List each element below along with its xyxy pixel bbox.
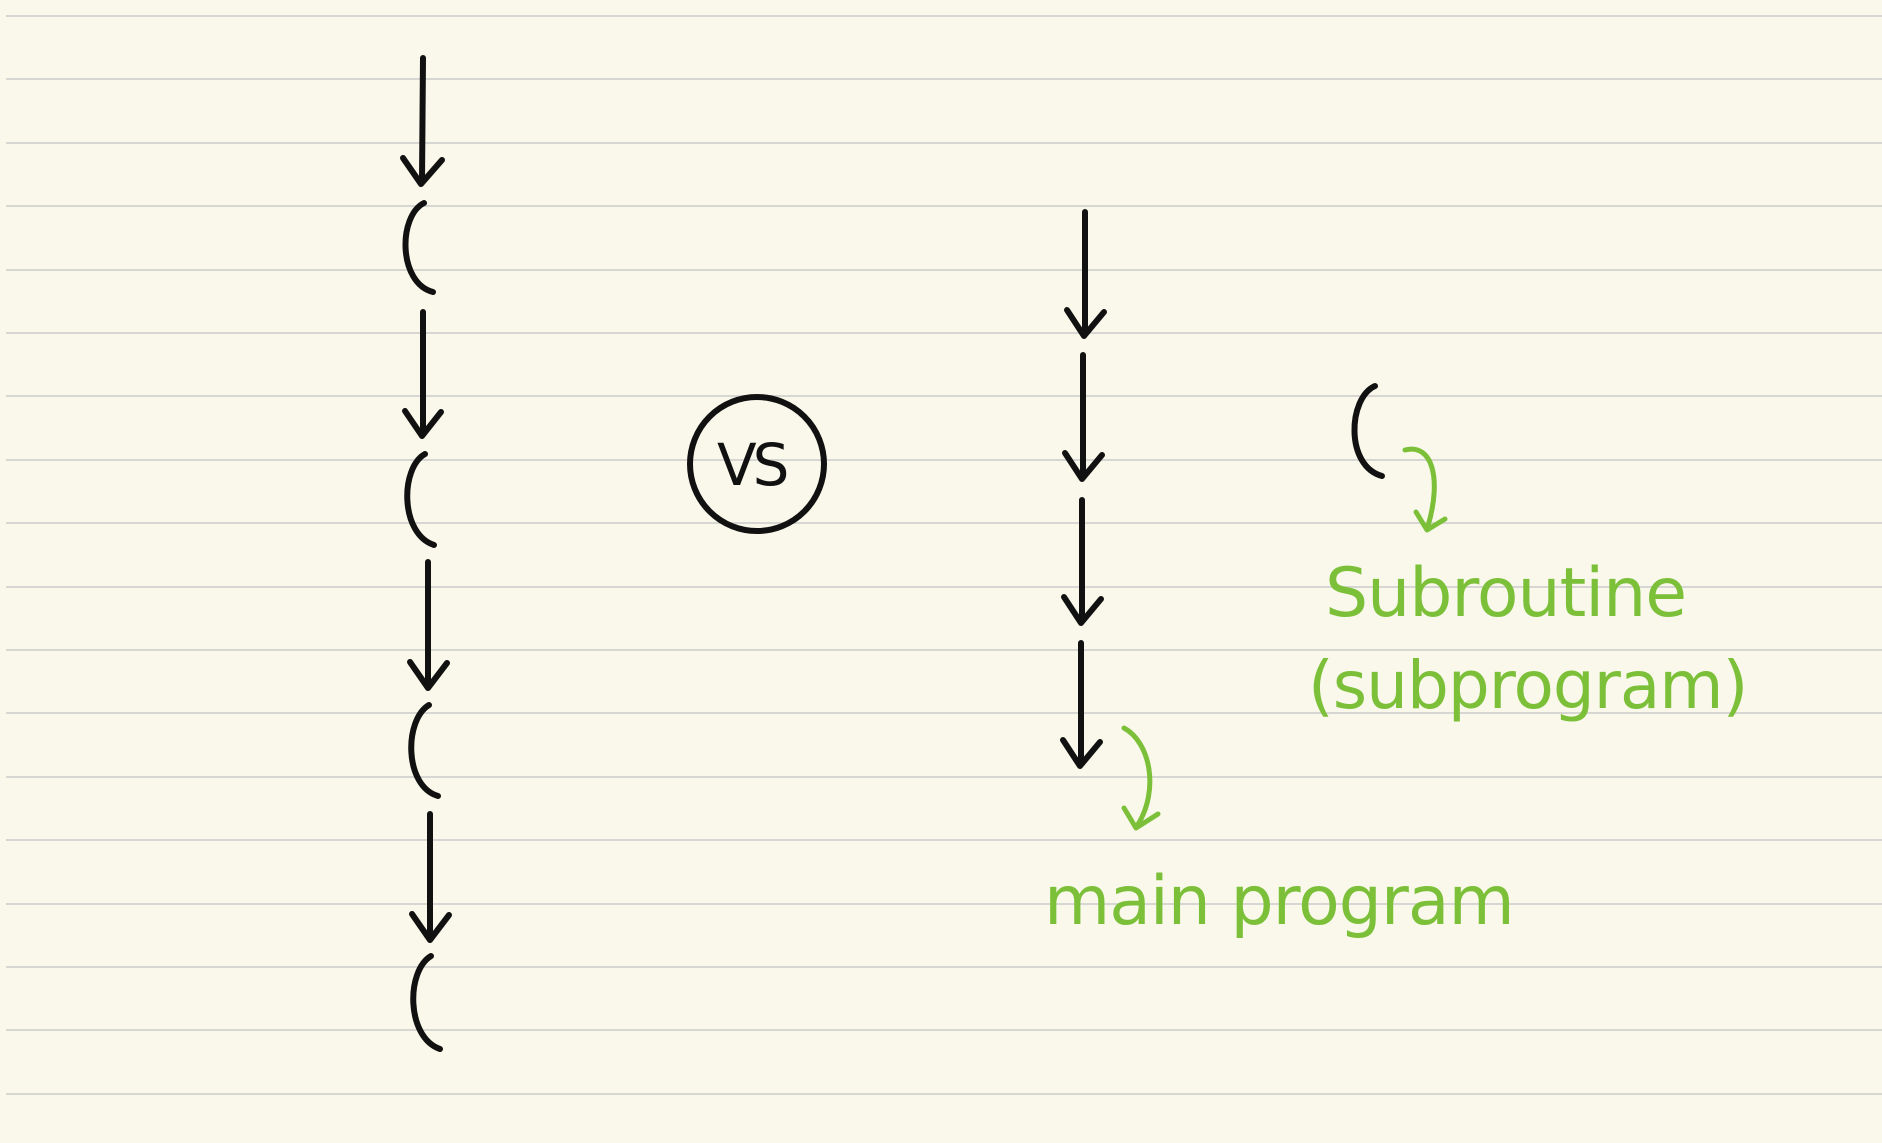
ruled-lines — [6, 15, 1882, 1095]
left-arrow-3 — [407, 559, 450, 691]
subprogram-label: (subprogram) — [1308, 647, 1748, 724]
right-arrow-3 — [1061, 497, 1104, 626]
right-arrow-4 — [1060, 640, 1103, 769]
left-bracket-2 — [404, 451, 437, 548]
right-arrow-2 — [1062, 352, 1105, 482]
left-bracket-1 — [402, 200, 436, 295]
left-arrow-2 — [402, 309, 444, 439]
left-arrow-4 — [409, 811, 452, 943]
left-bracket-4 — [410, 953, 443, 1052]
right-arrow-1 — [1064, 209, 1107, 339]
main-program-label: main program — [1044, 862, 1515, 941]
vs-circle — [687, 394, 827, 534]
subroutine-pointer-arrow — [1402, 446, 1448, 533]
subroutine-label: Subroutine — [1325, 554, 1687, 633]
left-arrow-1 — [400, 55, 445, 187]
main-program-pointer-arrow — [1121, 725, 1161, 831]
subroutine-bracket — [1351, 383, 1385, 479]
left-bracket-3 — [408, 702, 441, 799]
left-flow — [400, 55, 452, 1052]
vs-label: VS — [717, 431, 789, 499]
right-flow — [1060, 209, 1385, 769]
